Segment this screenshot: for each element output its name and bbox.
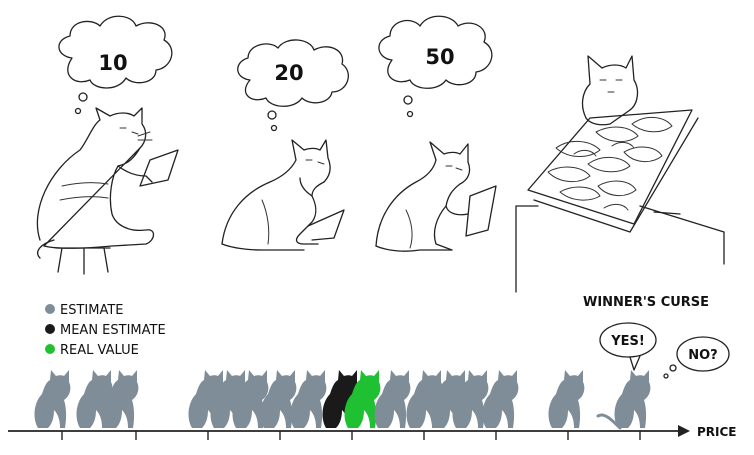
legend-item-real-value: REAL VALUE: [45, 343, 139, 358]
thought-bubble-2: 20: [237, 39, 349, 132]
cat-estimate-17: [614, 370, 651, 428]
speech-bubble-no: NO?: [663, 336, 730, 379]
legend-dot-real-value: [45, 344, 55, 354]
fish-crate: [527, 109, 699, 233]
legend-label-estimate: ESTIMATE: [60, 303, 124, 318]
cat-estimator-3: [375, 141, 497, 252]
thought-value-3: 50: [425, 45, 454, 69]
cat-estimate-1: [34, 370, 71, 428]
price-axis: PRICE: [8, 425, 737, 440]
speech-text-yes: YES!: [610, 334, 645, 349]
thought-bubble-3: 50: [378, 15, 493, 118]
thought-value-2: 20: [274, 61, 303, 85]
price-axis-ticks: [61, 431, 641, 440]
cat-estimate-15: [482, 370, 519, 428]
price-axis-arrow: [678, 425, 690, 437]
legend-label-mean-estimate: MEAN ESTIMATE: [60, 323, 166, 338]
winner-cat-tail: [596, 413, 622, 430]
auction-table: [515, 205, 725, 293]
cat-estimate-16: [548, 370, 585, 428]
cat-estimator-1: [36, 107, 179, 275]
speech-bubble-yes: YES!: [599, 322, 657, 371]
legend-dot-estimate: [45, 304, 55, 314]
legend-label-real-value: REAL VALUE: [60, 343, 139, 358]
winners-curse-title: WINNER'S CURSE: [583, 295, 709, 310]
cat-estimator-2: [221, 139, 345, 251]
cat-estimate-11: [374, 370, 411, 428]
speech-text-no: NO?: [688, 348, 717, 363]
legend-item-mean-estimate: MEAN ESTIMATE: [45, 323, 166, 338]
estimate-cats: [34, 370, 651, 430]
thought-bubble-1: 10: [58, 15, 173, 115]
price-axis-label: PRICE: [697, 425, 737, 439]
legend-dot-mean-estimate: [45, 324, 55, 334]
cat-estimate-8: [290, 370, 327, 428]
legend-item-estimate: ESTIMATE: [45, 303, 124, 318]
thought-value-1: 10: [98, 51, 127, 75]
auctioneer-cat: [581, 55, 639, 126]
legend: ESTIMATE MEAN ESTIMATE REAL VALUE: [45, 303, 166, 358]
